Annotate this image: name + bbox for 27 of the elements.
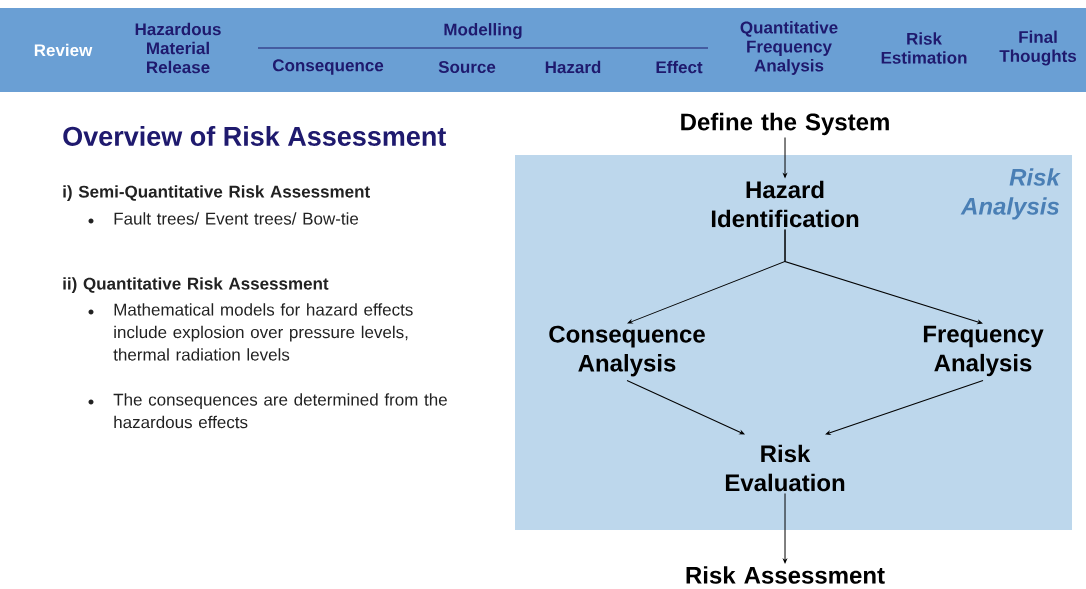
step-label: Hazard Identification [711, 180, 859, 228]
title: Overview of Risk Assessment [63, 126, 446, 146]
menu-item: Effect [656, 60, 703, 74]
step-label: Frequency Analysis [923, 325, 1044, 377]
section-heading: i) Semi-Quantitative Risk Assessment [63, 185, 370, 202]
menu-item: Modelling [444, 23, 522, 39]
arrow [783, 136, 787, 178]
menu-item: Final Thoughts [999, 30, 1077, 66]
menu-item: Quantitative Frequency Analysis [740, 21, 838, 75]
bullet-text: Fault trees/ Event trees/ Bow-tie [114, 212, 359, 225]
menu-item: Source [438, 61, 496, 74]
menu-item: Hazardous Material Release [135, 22, 221, 74]
bullet-text: The consequences are determined from the hazardous effects [113, 393, 447, 429]
section-heading: ii) Quantitative Risk Assessment [63, 277, 329, 294]
step-label: Risk Assessment [686, 566, 885, 584]
menu-item: Hazard [545, 60, 601, 74]
bullet-text: Mathematical models for hazard effects include explosion over pressure levels, thermal radiation levels [113, 303, 413, 361]
arrow [784, 229, 983, 324]
arrow [783, 493, 787, 564]
menu-item: Risk Estimation [881, 32, 967, 64]
step-label: Define the System [681, 112, 889, 136]
menu-item: Consequence [272, 59, 384, 75]
step-label: Consequence Analysis [549, 325, 705, 377]
arrow [626, 380, 745, 435]
arrow [825, 379, 984, 435]
step-label: Risk Evaluation [725, 444, 845, 492]
menu-item: Review [34, 43, 93, 57]
